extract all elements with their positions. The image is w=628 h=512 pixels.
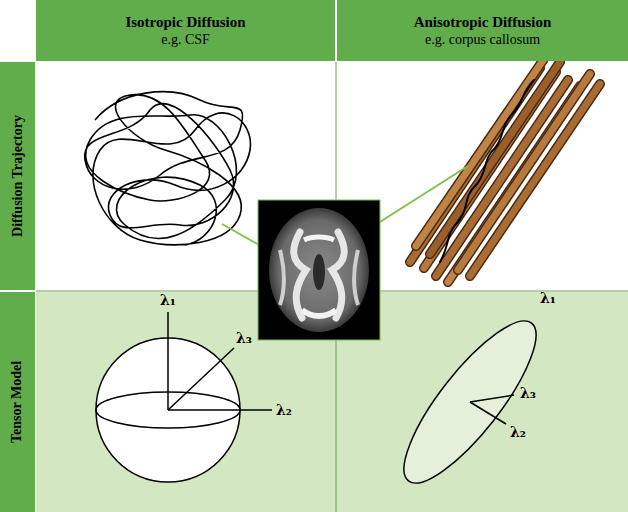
column-subtitle: e.g. corpus callosum bbox=[425, 31, 540, 48]
axis-label: λ₂ bbox=[510, 424, 526, 440]
column-title: Isotropic Diffusion bbox=[125, 13, 245, 31]
column-header: Anisotropic Diffusione.g. corpus callosu… bbox=[337, 0, 628, 61]
axis-label: λ₃ bbox=[236, 330, 252, 346]
row-title: Diffusion Trajectory bbox=[10, 115, 26, 237]
column-title: Anisotropic Diffusion bbox=[414, 13, 552, 31]
row-header: Diffusion Trajectory bbox=[0, 62, 35, 290]
sphere-tensor bbox=[96, 312, 272, 482]
column-subtitle: e.g. CSF bbox=[161, 31, 210, 48]
row-header: Tensor Model bbox=[0, 292, 35, 512]
axis-label: λ₃ bbox=[520, 385, 536, 401]
axon-bundle bbox=[410, 56, 600, 282]
diffusion-trajectory bbox=[85, 92, 251, 245]
ellipsoid-tensor bbox=[385, 305, 555, 500]
row-title: Tensor Model bbox=[10, 361, 26, 443]
axis-label: λ₁ bbox=[540, 290, 556, 306]
column-header: Isotropic Diffusione.g. CSF bbox=[36, 0, 335, 61]
axis-label: λ₁ bbox=[160, 292, 176, 308]
brain-image bbox=[258, 200, 380, 340]
axis-label: λ₂ bbox=[276, 402, 292, 418]
